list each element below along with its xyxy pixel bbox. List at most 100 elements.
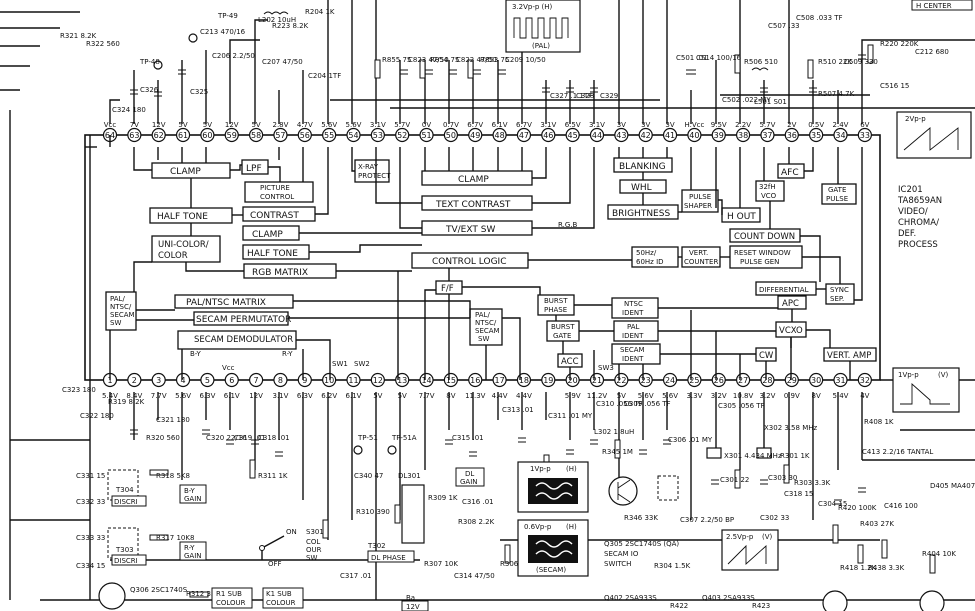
comp-label: TP-48	[139, 58, 160, 66]
vcxo-label: VCXO	[779, 326, 803, 336]
comp-label: R318 5K8	[156, 472, 190, 480]
pal-sw-left-2: NTSC/	[110, 303, 132, 311]
comp-label: C413 2.2/16 TANTAL	[862, 448, 933, 456]
pin-voltage-label: 3V	[665, 121, 674, 129]
ic-pin	[127, 127, 142, 143]
ic-pin	[395, 372, 410, 388]
t303-label: T303	[115, 546, 134, 554]
ic-pin-number: 34	[835, 131, 845, 140]
pin-voltage-label: 2.2V	[735, 121, 751, 129]
dl-gain-label-2: GAIN	[460, 478, 478, 486]
pin-voltage-label: 4.4V	[492, 392, 508, 400]
comp-label: C310 .056 TF	[596, 400, 643, 408]
comp-label: C416 100	[884, 502, 918, 510]
ic-pin-number: 55	[324, 131, 334, 140]
sw3-label: SW3	[598, 364, 614, 372]
ic-pin	[419, 372, 434, 388]
waveform-pal-top: 3.2Vp-p (H) (PAL)	[505, 0, 581, 53]
clamp-mid-label: CLAMP	[252, 230, 283, 240]
ic-pin-number: 45	[568, 131, 578, 140]
col-our-sw-label-2: OUR	[306, 546, 322, 554]
12v-label: 12V	[406, 603, 420, 611]
pin-voltage-label: 3.1V	[540, 121, 556, 129]
comp-label: C325	[190, 88, 208, 96]
pin-voltage-label: 12V	[225, 121, 239, 129]
ic-pin-number: 44	[592, 131, 602, 140]
ic-pin-number: 2	[132, 376, 137, 385]
ic-pin-number: 18	[519, 376, 529, 385]
comp-label: C514 100/16	[696, 54, 742, 62]
wave-vert-label-1: 1Vp-p	[898, 371, 919, 379]
wave-pal-label-1: 3.2Vp-p (H)	[512, 3, 553, 11]
rgb-matrix-label: RGB MATRIX	[252, 268, 308, 278]
h-out-label: H OUT	[727, 212, 756, 222]
ic-pin-number: 22	[616, 376, 626, 385]
ic-pin-number: 12	[373, 376, 383, 385]
sync-sep-label-1: SYNC	[830, 286, 849, 294]
pin-voltage-label: 5V	[373, 392, 382, 400]
ic-pin	[370, 127, 385, 143]
ic-pin	[687, 127, 702, 143]
picture-control-label-1: PICTURE	[260, 184, 290, 192]
comp-label: R304 1.5K	[654, 562, 691, 570]
reset-window-label-1: RESET WINDOW	[734, 249, 791, 257]
comp-label: R408 1K	[864, 418, 894, 426]
comp-label: R303 3.3K	[794, 479, 831, 487]
pin-voltage-label: 7V	[130, 121, 139, 129]
dl-phase-label: DL PHASE	[371, 554, 406, 562]
misc-labels: SECAM IO SWITCH DL PHASE DL GAIN DL301 T…	[111, 0, 973, 611]
differential-label: DIFFERENTIAL	[759, 286, 809, 294]
ic-pin-number: 62	[154, 131, 164, 140]
pin-voltage-label: 6.7V	[467, 121, 483, 129]
pin-voltage-label: 5.6V	[321, 121, 337, 129]
wave-saw-label: 2Vp-p	[905, 115, 926, 123]
comp-label: C307 2.2/50 BP	[680, 516, 734, 524]
ic-pin-number: 49	[470, 131, 480, 140]
pin-voltage-label: 5V	[617, 392, 626, 400]
ic-pin-number: 11	[348, 376, 358, 385]
rgb-bus-label: R.G.B	[558, 221, 577, 229]
pin-voltage-label: 0.5V	[808, 121, 824, 129]
comp-label: C323 180	[62, 386, 96, 394]
r1-sub-colour-label-1: R1 SUB	[216, 590, 242, 598]
comp-label: C823 47/50	[408, 56, 449, 64]
pin-voltage-label: 0.7V	[443, 121, 459, 129]
comp-label: R311 1K	[258, 472, 288, 480]
ic-pin-number: 60	[202, 131, 212, 140]
wave-vert-label-2: (V)	[938, 371, 949, 379]
comp-label: C502 .022 MY	[722, 96, 771, 104]
pin-voltage-label: 3.3V	[686, 392, 702, 400]
comp-label: R438 3.3K	[868, 564, 905, 572]
ic-pin	[468, 372, 483, 388]
comp-label: C212 680	[915, 48, 949, 56]
ic-pin	[249, 372, 264, 388]
whl-label: WHL	[631, 183, 652, 193]
pin-voltage-label: 5V	[251, 121, 260, 129]
ic-title-line: CHROMA/	[898, 218, 939, 228]
waveform-saw-bottom: 2.5Vp-p (V)	[721, 529, 779, 571]
comp-label: D405 MA4075	[930, 482, 975, 490]
comp-label: R309 1K	[428, 494, 458, 502]
comp-label: R312 33K	[186, 590, 220, 598]
comp-label: L501 S01	[754, 98, 787, 106]
ic-pin	[516, 127, 532, 143]
picture-control-block	[244, 181, 314, 203]
comp-label: X301 4.434 MHz	[724, 452, 782, 460]
secam-ident-label-1: SECAM	[620, 346, 645, 354]
pin-voltage-label: 5.7V	[759, 121, 775, 129]
ntsc-ident-label-2: IDENT	[622, 309, 644, 317]
secam-permutator-label: SECAM PERMUTATOR	[196, 315, 291, 325]
ic-pin-number: 30	[811, 376, 821, 385]
ic-pin-number: 23	[641, 376, 651, 385]
ic-pin-number: 6	[229, 376, 234, 385]
comp-label: C315 .01	[452, 434, 484, 442]
ba-label: Ba	[406, 594, 415, 602]
pulse-shaper-label-1: PULSE	[689, 193, 711, 201]
ic-pin	[541, 127, 556, 143]
pin-voltage-label: 5.6V	[662, 392, 678, 400]
comp-label: C324 180	[112, 106, 146, 114]
comp-label: R346 33K	[624, 514, 658, 522]
pin-voltage-label: 5.6V	[175, 392, 191, 400]
ic-pin	[151, 127, 166, 143]
contrast-label: CONTRAST	[250, 211, 299, 221]
